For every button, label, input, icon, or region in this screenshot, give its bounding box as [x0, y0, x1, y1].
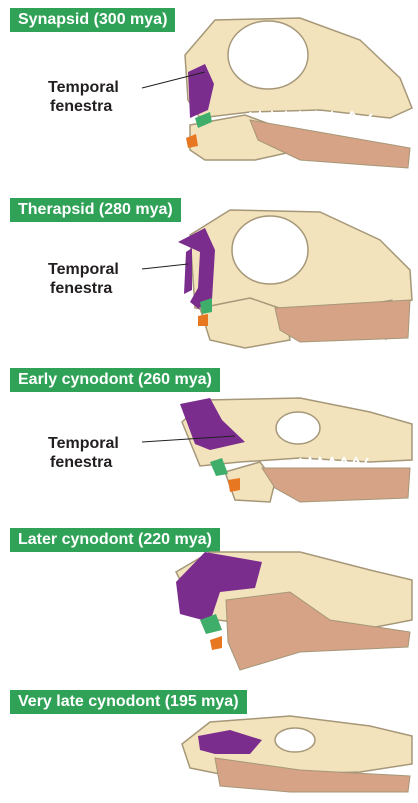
hinge-orange [228, 478, 240, 492]
orbit [276, 412, 320, 444]
orbit [275, 728, 315, 752]
very-late-cynodont-skull [0, 684, 418, 803]
fenestra-label: Temporal fenestra [48, 434, 119, 472]
panel-synapsid: Synapsid (300 mya) Temporal fenestra [0, 0, 418, 180]
orbit [232, 216, 308, 284]
dentary [250, 120, 410, 168]
later-cynodont-skull [0, 522, 418, 682]
dentary [262, 468, 410, 502]
panel-later-cynodont: Later cynodont (220 mya) [0, 522, 418, 682]
hinge-orange [186, 134, 198, 148]
panel-early-cynodont: Early cynodont (260 mya) Temporal fenest… [0, 362, 418, 522]
fenestra-pointer [142, 264, 188, 269]
fenestra-label: Temporal fenestra [48, 78, 119, 116]
panel-therapsid: Therapsid (280 mya) Temporal fenestra [0, 190, 418, 360]
orbit [228, 21, 308, 89]
panel-very-late-cynodont: Very late cynodont (195 mya) [0, 684, 418, 803]
upper-teeth [300, 458, 368, 468]
dentary [275, 300, 410, 342]
hinge-orange [210, 636, 222, 650]
hinge-orange [198, 314, 208, 326]
fenestra-label: Temporal fenestra [48, 260, 119, 298]
